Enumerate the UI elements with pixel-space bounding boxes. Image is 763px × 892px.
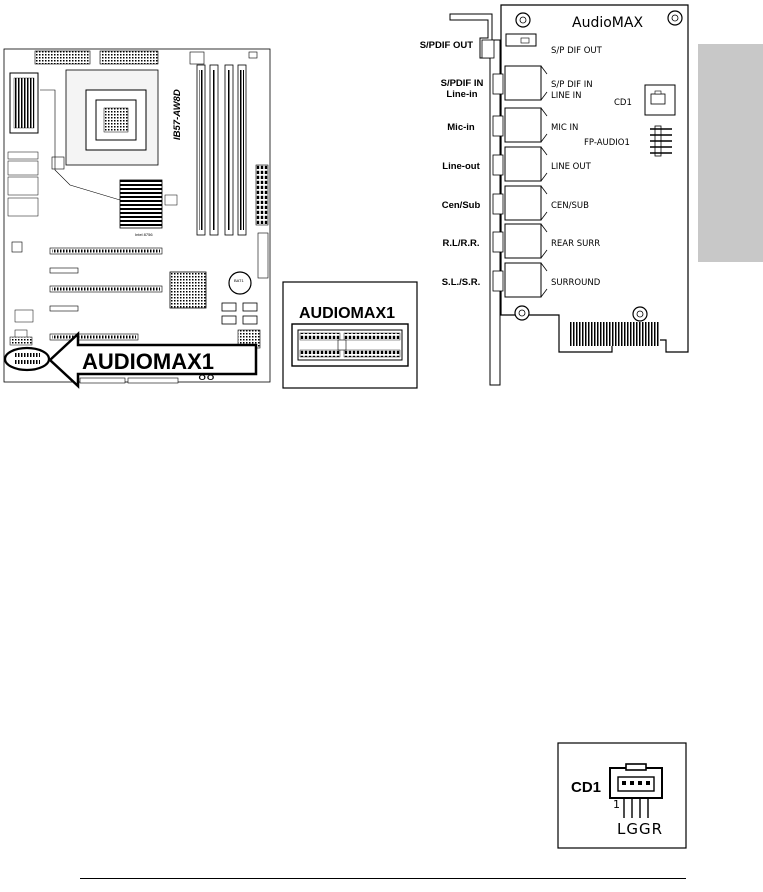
cd1-pinout-detail: CD1 1 LGGR [557, 742, 687, 849]
cd1-detail-box [557, 742, 687, 849]
battery [228, 271, 252, 295]
section-tab [698, 44, 763, 262]
page-footer-rule [80, 878, 686, 879]
ide-connector [257, 232, 269, 279]
dimm-slots [196, 64, 247, 236]
lan1-usb-port [7, 197, 39, 217]
connector-title: AUDIOMAX1 [299, 305, 395, 322]
bracket-label-line-in: Line-in [446, 89, 477, 100]
card-cd1-label: CD1 [614, 98, 632, 108]
cd1-pin-one: 1 [613, 798, 620, 811]
motherboard-diagram: IB57-AW8D Intel 8756 [3, 48, 271, 389]
card-edge-connector [570, 322, 660, 346]
southbridge [169, 271, 207, 309]
bracket-label-mic-in: Mic-in [447, 122, 475, 133]
card-label-spdif-out: S/P DIF OUT [551, 46, 603, 56]
audiomax-connector-detail: AUDIOMAX1 [282, 281, 418, 389]
board-model-label: IB57-AW8D [172, 89, 183, 140]
card-label-cen-sub: CEN/SUB [551, 201, 589, 211]
bracket-label-spdif-in: S/PDIF IN [441, 78, 484, 89]
audiomax-callout-arrow [48, 331, 258, 389]
spdif-header [7, 151, 39, 160]
card-label-surround: SURROUND [551, 278, 601, 288]
bracket-label-cen-sub: Cen/Sub [442, 200, 481, 211]
mouse-keyboard-port [7, 160, 39, 176]
bracket-label-rear: R.L/R.R. [443, 238, 480, 249]
bracket-label-line-out: Line-out [442, 161, 480, 172]
audiomax-callout-label: AUDIOMAX1 [82, 349, 214, 374]
fp-audio-header [650, 125, 672, 157]
card-label-rear-surr: REAR SURR [551, 239, 600, 249]
card-label-line-in: LINE IN [551, 91, 582, 101]
cd1-detail-label: CD1 [571, 779, 601, 796]
parallel-port-header [34, 50, 91, 65]
audio-jacks [492, 65, 548, 298]
bracket-label-spdif-out: S/PDIF OUT [420, 40, 474, 51]
fp-audio-label: FP-AUDIO1 [584, 138, 630, 148]
lan2-usb-port [7, 176, 39, 196]
atx12v-connector [189, 51, 205, 65]
card-title: AudioMAX [572, 15, 643, 31]
card-label-spdif-in: S/P DIF IN [551, 80, 593, 90]
bracket-label-side: S.L./S.R. [442, 277, 481, 288]
serial-port-header [99, 50, 159, 65]
card-label-line-out: LINE OUT [551, 162, 592, 172]
auxfan-header [248, 51, 258, 59]
expansion-slots [49, 247, 163, 341]
super-io-chip [51, 156, 65, 170]
audiomax-card: AudioMAX [420, 4, 689, 386]
cd1-pin-labels: LGGR [617, 820, 663, 838]
audiomax-highlight [3, 346, 51, 372]
atx-24pin [255, 164, 269, 226]
northbridge-heatsink [119, 179, 163, 229]
chipset-label: Intel 8756 [135, 232, 153, 237]
card-label-mic-in: MIC IN [551, 123, 578, 133]
fwh-chip [9, 336, 33, 346]
svg-text:BAT1: BAT1 [234, 278, 244, 283]
